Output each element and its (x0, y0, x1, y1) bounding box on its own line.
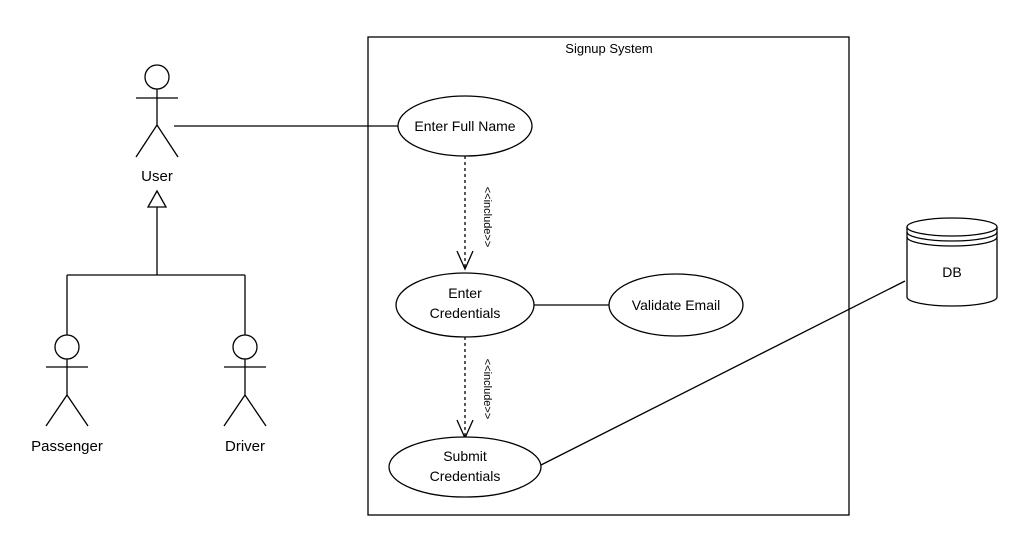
actor-passenger[interactable]: Passenger (31, 334, 103, 455)
actor-user[interactable]: User (135, 64, 179, 185)
include-dependency-2: <<include>> (456, 337, 493, 440)
actor-passenger-label: Passenger (31, 438, 103, 455)
include-dependency-1: <<include>> (456, 156, 493, 271)
actor-figure-icon (223, 334, 267, 427)
database-cylinder-icon (906, 217, 998, 307)
include-label-1: <<include>> (481, 187, 493, 248)
actor-driver[interactable]: Driver (223, 334, 267, 455)
use-case-label-line-1: Enter (448, 285, 482, 301)
use-case-ellipse (608, 273, 744, 337)
use-case-validate-email[interactable]: Validate Email (608, 273, 744, 337)
actor-figure-icon (135, 64, 179, 158)
use-case-label-line-2: Credentials (430, 468, 501, 484)
system-boundary-rect (367, 36, 850, 516)
use-case-enter-credentials[interactable]: Enter Credentials (395, 272, 535, 338)
generalization-arrow (146, 189, 168, 208)
include-label-2: <<include>> (481, 359, 493, 420)
use-case-label-line-1: Submit (443, 448, 487, 464)
actor-figure-icon (45, 334, 89, 427)
database-label: DB (942, 264, 961, 280)
use-case-submit-credentials[interactable]: Submit Credentials (388, 436, 542, 498)
use-case-ellipse (395, 272, 535, 338)
actor-driver-label: Driver (225, 438, 265, 455)
use-case-enter-full-name[interactable]: Enter Full Name (397, 95, 533, 157)
use-case-label-line-2: Credentials (430, 305, 501, 321)
association-submit-db (540, 280, 906, 466)
use-case-label-line-1: Validate Email (632, 297, 720, 313)
use-case-ellipse (397, 95, 533, 157)
database-db[interactable]: DB (906, 217, 998, 307)
use-case-ellipse (388, 436, 542, 498)
actor-user-label: User (141, 168, 173, 185)
system-title: Signup System (565, 41, 652, 56)
use-case-label-line-1: Enter Full Name (414, 118, 515, 134)
system-boundary: Signup System (367, 36, 850, 516)
include-arrowhead-1 (456, 250, 474, 271)
generalization (66, 189, 246, 335)
